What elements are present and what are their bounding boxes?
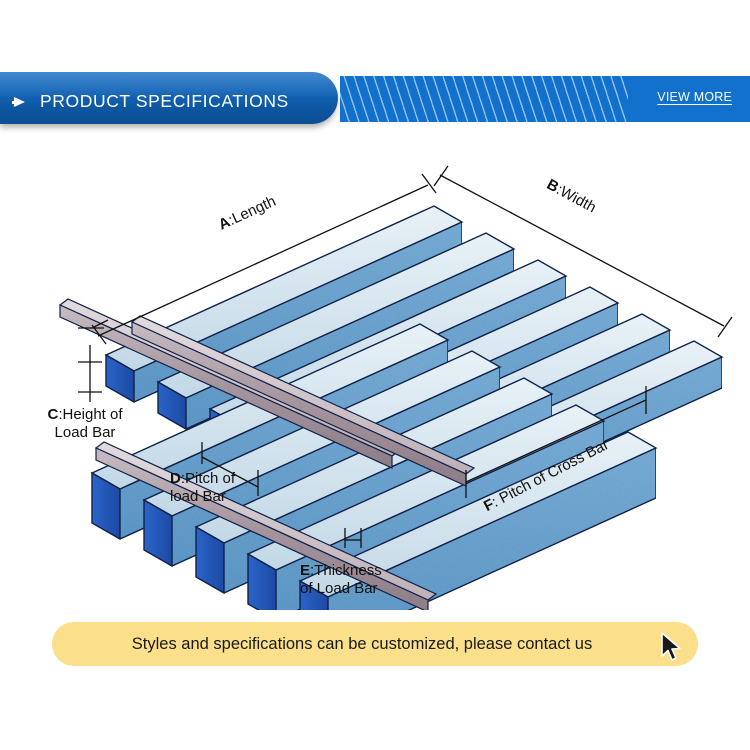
mouse-pointer-icon bbox=[661, 632, 681, 661]
play-triangle-icon bbox=[12, 97, 25, 107]
contact-banner-text: Styles and specifications can be customi… bbox=[131, 634, 593, 653]
dimension-lines bbox=[78, 165, 733, 548]
contact-banner[interactable]: Styles and specifications can be customi… bbox=[52, 622, 698, 666]
grating-diagram bbox=[0, 130, 750, 610]
label-e-thickness-of-load-bar: E:Thickness of Load Bar bbox=[300, 562, 420, 598]
product-specifications-tab[interactable] bbox=[0, 72, 338, 124]
grating-illustration bbox=[58, 165, 733, 610]
label-e-line2: of Load Bar bbox=[300, 580, 378, 597]
header-band: VIEW MORE bbox=[340, 76, 750, 122]
view-more-link[interactable]: VIEW MORE bbox=[657, 90, 732, 104]
label-d-line1: :Pitch of bbox=[180, 470, 236, 487]
label-c-line2: Load Bar bbox=[54, 424, 116, 441]
label-d-key: D bbox=[170, 470, 181, 487]
label-c-height-of-load-bar: C:Height of Load Bar bbox=[20, 406, 150, 442]
label-c-key: C bbox=[47, 406, 59, 423]
label-d-pitch-of-load-bar: D:Pitch of load Bar bbox=[170, 470, 290, 506]
label-d-line2: load Bar bbox=[170, 488, 226, 505]
hatch-mask bbox=[628, 76, 750, 122]
header-title: PRODUCT SPECIFICATIONS bbox=[40, 91, 289, 111]
label-e-line1: :Thickness bbox=[310, 562, 382, 579]
label-c-line1: :Height of bbox=[58, 406, 123, 423]
label-e-key: E bbox=[300, 562, 311, 579]
section-header: VIEW MORE PRODUCT SPECIFICATIONS bbox=[0, 72, 750, 124]
